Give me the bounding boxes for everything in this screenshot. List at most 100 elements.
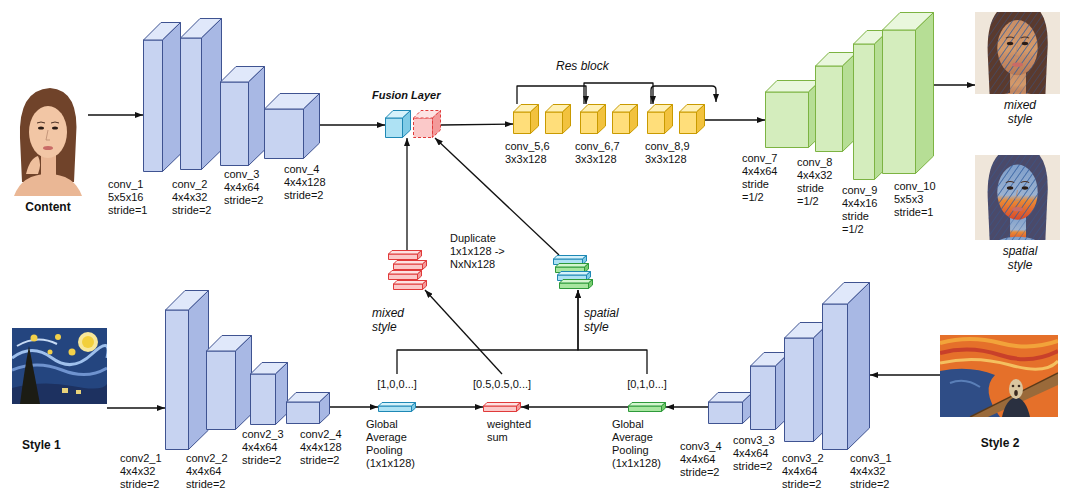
- shape: [206, 335, 252, 430]
- layer-label: conv3_4 4x4x64 stride=2: [680, 440, 728, 479]
- layer-label: conv_7 4x4x64 stride =1/2: [742, 152, 786, 204]
- shape: [8, 78, 88, 196]
- shape: [815, 52, 857, 152]
- layer-label: conv2_1 4x4x32 stride=2: [120, 452, 168, 491]
- conv-layer: conv2_2 4x4x64 stride=2: [206, 335, 252, 430]
- connector-arrow: [397, 290, 578, 374]
- layer-label: conv_4 4x4x128 stride=2: [284, 163, 334, 202]
- stack-caption: mixed style: [372, 306, 414, 334]
- layer-label: conv_10 5x5x3 stride=1: [894, 180, 942, 219]
- connector-arrow: [517, 86, 586, 104]
- layer-label: conv3_3 4x4x64 stride=2: [733, 434, 781, 473]
- stack-caption: spatial style: [584, 306, 630, 334]
- conv-layer: conv2_4 4x4x128 stride=2: [286, 392, 330, 424]
- shape: [975, 155, 1060, 240]
- shape: [975, 12, 1060, 94]
- shape: [765, 80, 821, 148]
- shape: [553, 255, 593, 290]
- shape: [264, 93, 320, 159]
- conv-layer: conv_4 4x4x128 stride=2: [264, 93, 320, 159]
- conv-layer: conv_1 5x5x16 stride=1: [143, 22, 181, 172]
- shape: [580, 104, 638, 134]
- input-image: Content: [8, 78, 88, 196]
- layer-title: Fusion Layer: [372, 89, 452, 102]
- res-block: conv_5,6 3x3x128: [513, 104, 571, 134]
- output-image: spatial style: [975, 155, 1060, 240]
- connector-arrow: [320, 124, 385, 125]
- layer-label: conv3_2 4x4x64 stride=2: [782, 452, 830, 491]
- pooling-vector: [0,1,0...]Global Average Pooling (1x1x12…: [628, 374, 666, 412]
- layer-label: weighted sum: [487, 418, 542, 444]
- note-text: Duplicate 1x1x128 -> NxNx128: [450, 232, 522, 271]
- shape: [940, 335, 1058, 417]
- connector-arrow: [88, 114, 143, 115]
- output-image: mixed style: [975, 12, 1060, 94]
- layer-label: conv_3 4x4x64 stride=2: [224, 168, 272, 207]
- res-block: conv_6,7 3x3x128: [580, 104, 638, 134]
- shape: [143, 22, 181, 172]
- connector-arrow: [578, 290, 647, 374]
- layer-label: conv_9 4x4x16 stride =1/2: [842, 184, 886, 236]
- image-caption: Content: [13, 200, 83, 214]
- layer-label: conv_6,7 3x3x128: [575, 140, 625, 166]
- image-caption: Style 1: [22, 438, 92, 452]
- layer-label: conv2_2 4x4x64 stride=2: [186, 452, 234, 491]
- shape: [385, 110, 441, 138]
- shape: [180, 18, 222, 170]
- connector-arrow: [416, 406, 483, 407]
- weight-vector: [0,1,0...]: [613, 378, 681, 391]
- shape: [12, 328, 107, 404]
- conv-layer: conv2_3 4x4x64 stride=2: [250, 362, 288, 425]
- layer-label: conv_1 5x5x16 stride=1: [108, 178, 156, 217]
- group-label: Res block: [556, 59, 636, 73]
- weight-vector: [1,0,0...]: [363, 378, 431, 391]
- shape: [708, 392, 753, 424]
- fusion-layer: Fusion Layer: [385, 110, 441, 138]
- connector-arrow: [870, 374, 940, 375]
- input-image: Style 2: [940, 335, 1058, 417]
- image-caption: mixed style: [995, 98, 1045, 126]
- feature-stack: Duplicate 1x1x128 -> NxNx128mixed style: [388, 250, 428, 290]
- connector-arrow: [107, 407, 165, 408]
- conv-layer: conv_3 4x4x64 stride=2: [220, 66, 265, 166]
- shape: [822, 282, 870, 450]
- connector-arrow: [705, 119, 765, 120]
- deconv-layer: conv_10 5x5x3 stride=1: [882, 12, 934, 174]
- connector-arrow: [584, 83, 653, 104]
- connector-arrow: [934, 84, 975, 85]
- shape: [250, 362, 288, 425]
- deconv-layer: conv_8 4x4x32 stride =1/2: [815, 52, 857, 152]
- image-caption: Style 2: [960, 436, 1040, 450]
- conv-layer: conv_2 4x4x32 stride=2: [180, 18, 222, 170]
- layer-label: Global Average Pooling (1x1x128): [612, 418, 670, 470]
- input-image: Style 1: [12, 328, 107, 404]
- connector-arrow: [666, 406, 708, 407]
- shape: [647, 104, 705, 134]
- shape: [220, 66, 265, 166]
- shape: [513, 104, 571, 134]
- layer-label: conv_2 4x4x32 stride=2: [172, 178, 220, 217]
- connector-arrow: [441, 124, 513, 125]
- shape: [165, 290, 209, 450]
- deconv-layer: conv_7 4x4x64 stride =1/2: [765, 80, 821, 148]
- skip-arc: [651, 86, 716, 104]
- conv-layer: conv3_1 4x4x32 stride=2: [822, 282, 870, 450]
- connector-arrow: [406, 138, 407, 250]
- image-caption: spatial style: [990, 244, 1050, 272]
- shape: [882, 12, 934, 174]
- feature-stack: spatial style: [553, 255, 593, 290]
- layer-label: conv_5,6 3x3x128: [505, 140, 555, 166]
- layer-label: conv_8 4x4x32 stride =1/2: [797, 156, 841, 208]
- res-block: conv_8,9 3x3x128: [647, 104, 705, 134]
- shape: [286, 392, 330, 424]
- weighted-sum: [0.5,0.5,0...]weighted sum: [483, 374, 521, 412]
- layer-label: conv2_4 4x4x128 stride=2: [300, 428, 348, 467]
- layer-label: conv3_1 4x4x32 stride=2: [850, 452, 898, 491]
- pooling-vector: [1,0,0...]Global Average Pooling (1x1x12…: [378, 374, 416, 412]
- layer-label: conv_8,9 3x3x128: [645, 140, 695, 166]
- weight-vector: [0.5,0.5,0...]: [466, 378, 538, 391]
- layer-label: Global Average Pooling (1x1x128): [366, 418, 424, 470]
- connector-arrow: [330, 406, 378, 407]
- connector-arrow: [521, 406, 628, 407]
- shape: [388, 250, 428, 290]
